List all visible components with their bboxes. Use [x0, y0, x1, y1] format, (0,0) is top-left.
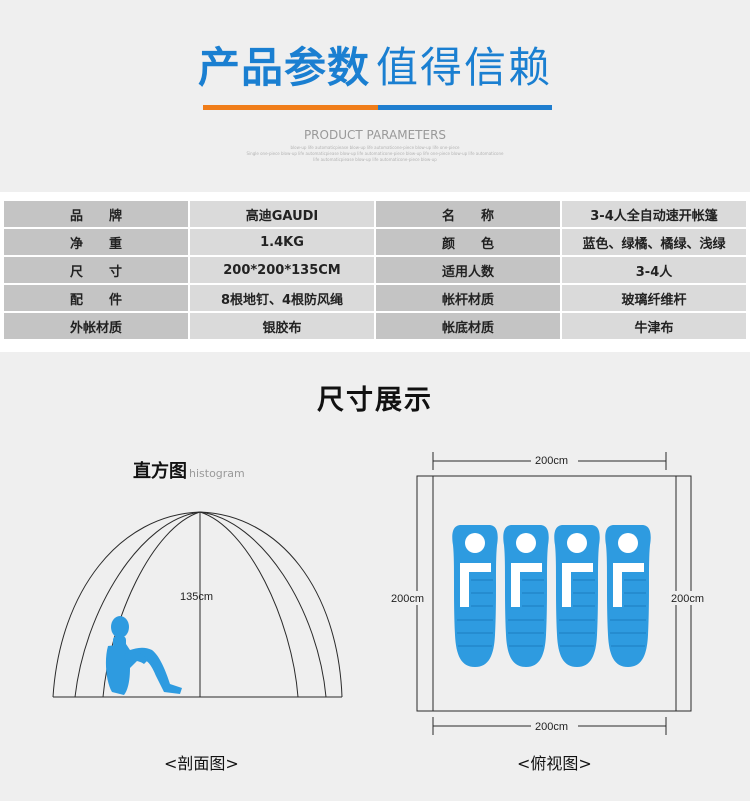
param-key: 名 称 — [376, 201, 560, 227]
param-value: 3-4人全自动速开帐篷 — [562, 201, 746, 227]
sleeping-bag — [452, 525, 498, 667]
table-row: 净 重 1.4KG 颜 色 蓝色、绿橘、橘绿、浅绿 — [4, 229, 746, 255]
param-value: 玻璃纤维杆 — [562, 285, 746, 311]
param-key: 品 牌 — [4, 201, 188, 227]
param-value: 1.4KG — [190, 229, 374, 255]
param-key: 帐底材质 — [376, 313, 560, 339]
param-value: 高迪GAUDI — [190, 201, 374, 227]
param-value: 200*200*135CM — [190, 257, 374, 283]
sleeping-bag — [554, 525, 600, 667]
bottom-dimension-label: 200cm — [535, 721, 568, 733]
cross-section-caption: <剖面图> — [164, 754, 239, 773]
param-key: 配 件 — [4, 285, 188, 311]
title-bold: 产品参数 — [197, 43, 370, 92]
table-row: 品 牌 高迪GAUDI 名 称 3-4人全自动速开帐篷 — [4, 201, 746, 227]
param-key: 帐杆材质 — [376, 285, 560, 311]
histogram-sublabel: histogram — [189, 467, 245, 480]
top-view-caption: <俯视图> — [517, 754, 592, 773]
param-key: 尺 寸 — [4, 257, 188, 283]
param-value: 银胶布 — [190, 313, 374, 339]
tiny-text-line: blow-up life automaticpiease blow-up lif… — [290, 145, 460, 150]
height-label: 135cm — [180, 591, 213, 603]
page-subtitle: PRODUCT PARAMETERS — [303, 128, 447, 142]
sleeping-bag — [605, 525, 651, 667]
parameter-table-panel: 品 牌 高迪GAUDI 名 称 3-4人全自动速开帐篷 净 重 1.4KG 颜 … — [0, 192, 750, 352]
seated-person-silhouette — [105, 616, 182, 695]
size-section-title: 尺寸展示 — [317, 385, 433, 416]
histogram-label: 直方图 — [133, 461, 187, 482]
page-title: 产品参数值得信赖 — [0, 34, 750, 95]
tiny-text-line: Single one-piece blow-up life automaticp… — [246, 151, 504, 156]
table-row: 外帐材质 银胶布 帐底材质 牛津布 — [4, 313, 746, 339]
left-dimension-label: 200cm — [391, 593, 424, 605]
param-key: 颜 色 — [376, 229, 560, 255]
param-key: 外帐材质 — [4, 313, 188, 339]
param-value: 蓝色、绿橘、橘绿、浅绿 — [562, 229, 746, 255]
param-value: 3-4人 — [562, 257, 746, 283]
table-row: 尺 寸 200*200*135CM 适用人数 3-4人 — [4, 257, 746, 283]
right-dimension-label: 200cm — [671, 593, 704, 605]
header-section: 产品参数值得信赖 PRODUCT PARAMETERS blow-up life… — [0, 0, 750, 185]
accent-bar-blue — [378, 105, 552, 110]
table-row: 配 件 8根地钉、4根防风绳 帐杆材质 玻璃纤维杆 — [4, 285, 746, 311]
param-key: 适用人数 — [376, 257, 560, 283]
sleeping-bag — [503, 525, 549, 667]
title-light: 值得信赖 — [376, 43, 553, 92]
param-key: 净 重 — [4, 229, 188, 255]
param-value: 牛津布 — [562, 313, 746, 339]
top-dimension-label: 200cm — [535, 455, 568, 467]
accent-bar-orange — [203, 105, 378, 110]
param-value: 8根地钉、4根防风绳 — [190, 285, 374, 311]
tiny-text-line: life automaticpiease blow-up life automa… — [313, 157, 437, 162]
parameter-table: 品 牌 高迪GAUDI 名 称 3-4人全自动速开帐篷 净 重 1.4KG 颜 … — [2, 199, 748, 341]
